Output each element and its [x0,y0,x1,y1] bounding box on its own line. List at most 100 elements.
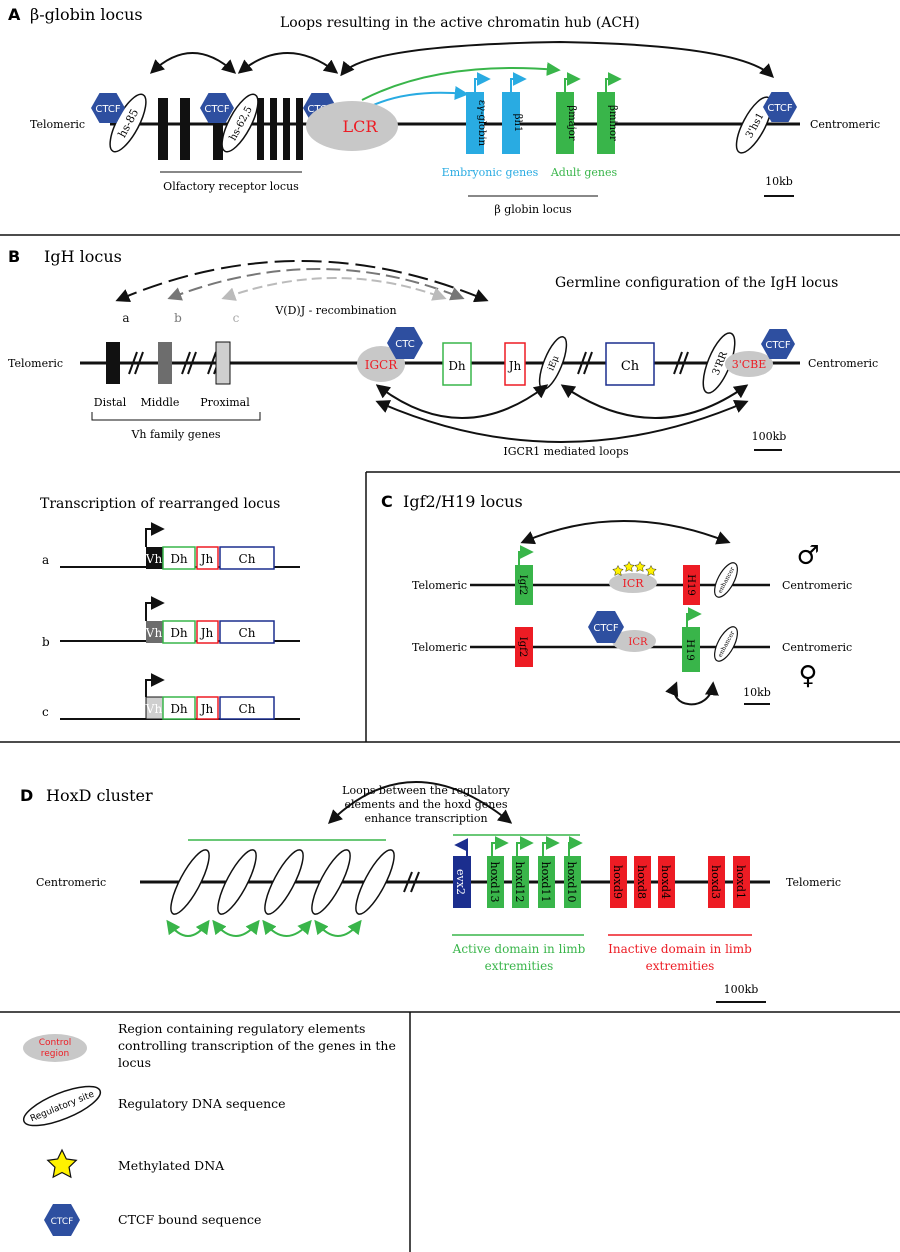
c-male-igf2 [515,565,533,605]
b-ctcf-1: CTC [387,327,423,359]
b-vh-distal [106,342,120,384]
c-female-h19-tss [686,607,702,627]
panel-d-letter: D [20,786,33,805]
b-arc-label-b: b [174,311,182,325]
b-igcr-loop-2 [560,384,749,419]
c-female-icr-label: ICR [628,637,648,648]
legend-control-text-1: Region containing regulatory elements [118,1021,365,1036]
a-ctcf-1: CTCF [91,93,125,123]
a-loop-2 [237,52,339,74]
c-male-h19 [683,565,700,605]
a-ctcf-2: CTCF [200,93,234,123]
svg-text:Jh: Jh [199,702,214,716]
d-active-label-1: Active domain in limb [452,942,586,956]
c-female-centromeric: Centromeric [782,641,852,654]
svg-text:CTCF: CTCF [765,340,790,351]
c-female-igf2 [515,627,533,667]
svg-text:Vh: Vh [145,626,163,640]
b-ch-label: Ch [621,359,640,374]
d-centromeric: Centromeric [36,876,106,889]
panel-c: C Igf2/H19 locus Telomeric Centromeric I… [381,492,852,706]
a-adult-label: Adult genes [550,166,618,179]
panel-b-letter: B [8,247,20,266]
b-igcr-loops-label: IGCR1 mediated loops [503,445,629,458]
b-vh-family-label: Vh family genes [130,428,220,441]
svg-text:Dh: Dh [170,702,188,716]
c-female-h19-label: H19 [684,639,695,660]
c-female-h19 [682,627,700,672]
b-vh-middle [158,342,172,384]
b-jh-label: Jh [507,359,522,373]
c-female-enhancer: enhancer [714,626,738,662]
svg-text:εγ-globin: εγ-globin [476,100,487,147]
legend-reg-icon: Regulatory site [22,1085,102,1127]
d-hoxd1: hoxd1 [733,856,750,908]
legend-ctcf-icon: CTCF [44,1204,80,1236]
svg-text:Vh: Vh [145,552,163,566]
b-vh-bracket [91,412,261,421]
b-recomb-label: V(D)J - recombination [274,304,396,317]
a-hs1-site: 3'hs1 [735,96,773,154]
svg-text:Vh: Vh [145,702,163,716]
panel-d-title: HoxD cluster [46,786,153,805]
c-female-icr [612,630,656,652]
c-female-loop [665,681,719,706]
c-male-igf2-label: Igf2 [517,575,528,595]
svg-text:CTCF: CTCF [95,104,120,115]
c-female-telomeric: Telomeric [412,641,467,654]
b-transcription-title: Transcription of rearranged locus [40,496,280,512]
c-male-h19-label: H19 [685,574,696,595]
b-vh-proximal [215,341,231,385]
svg-text:Ch: Ch [239,552,256,566]
legend-control-text-2: controlling transcription of the genes i… [118,1038,396,1053]
d-evx2-gene [453,856,471,908]
c-male-icr-label: ICR [622,577,644,590]
svg-text:Jh: Jh [199,626,214,640]
c-male-telomeric: Telomeric [412,579,467,592]
c-ctcf: CTCF [588,611,624,643]
svg-text:Dh: Dh [170,552,188,566]
b-telomeric: Telomeric [8,357,63,370]
panel-a: A β-globin locus Loops resulting in the … [8,5,880,216]
d-scale-label: 100kb [724,983,759,996]
svg-text:hoxd13: hoxd13 [488,862,501,903]
d-inactive-label-2: extremities [646,959,715,973]
c-male-symbol: ♂ [796,541,819,571]
d-regulatory-sites [170,849,395,915]
a-olfactory-genes [158,98,303,160]
a-gene-bh1: βh1 [502,72,527,154]
c-methyl-stars [612,560,657,576]
a-telomeric: Telomeric [30,118,85,131]
svg-text:CTCF: CTCF [593,623,618,634]
b-3cbe [725,351,773,377]
legend-reg-text: Regulatory DNA sequence [118,1096,286,1111]
svg-text:hoxd9: hoxd9 [611,865,624,899]
svg-text:βminor: βminor [607,105,618,141]
d-hoxd10: hoxd10 [564,836,583,908]
legend-control-icon-text-1: Control [39,1038,72,1048]
b-distal-label: Distal [94,396,127,409]
d-hoxd13: hoxd13 [487,836,509,908]
c-male-centromeric: Centromeric [782,579,852,592]
panel-a-loop-title: Loops resulting in the active chromatin … [280,15,640,31]
a-centromeric: Centromeric [810,118,880,131]
panel-b: B IgH locus Germline configuration of th… [8,247,878,720]
c-male-icr [609,573,657,593]
c-male-loop [520,520,731,545]
svg-text:b: b [42,635,50,649]
svg-text:Ch: Ch [239,702,256,716]
d-hoxd4: hoxd4 [658,856,675,908]
b-recomb-arc-c [221,277,447,301]
d-loop-text-3: enhance transcription [364,812,487,825]
b-recomb-arc-b [167,268,465,301]
panel-a-title: β-globin locus [30,5,143,24]
panel-a-letter: A [8,5,21,24]
svg-text:hoxd12: hoxd12 [513,862,526,903]
svg-text:CTCF: CTCF [204,104,229,115]
b-proximal-label: Proximal [200,396,250,409]
b-rearranged-b: b Vh Dh Jh Ch [42,596,300,649]
d-loop-text-1: Loops between the regulatory [342,784,511,797]
b-scale-label: 100kb [752,430,787,443]
svg-text:hoxd10: hoxd10 [565,862,578,903]
legend-ctcf-text: CTCF bound sequence [118,1212,261,1227]
